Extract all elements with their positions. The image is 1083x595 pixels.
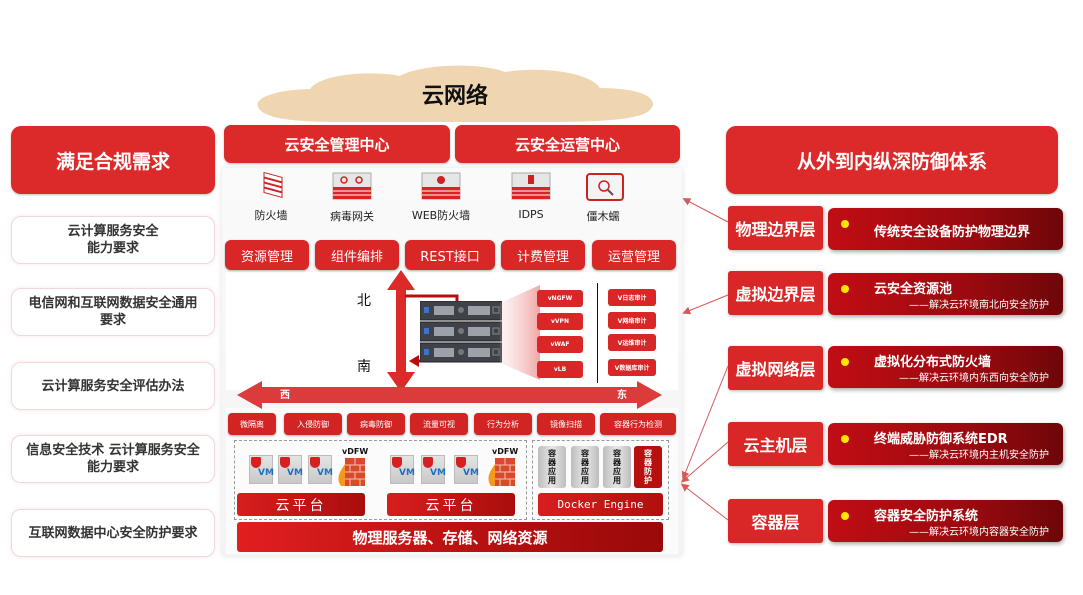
operations-management-button[interactable]: 运营管理 [592,240,676,270]
north-south-arrow [387,270,415,392]
zombie-trojan-worm-icon [586,173,624,201]
docker-engine: Docker Engine [538,493,663,516]
east-label: 东 [617,390,627,401]
web-firewall-icon [421,172,461,200]
bullet-icon [841,285,849,293]
layer-desc-virtual-network: 虚拟化分布式防火墙 ——解决云环境内东西向安全防护 [828,346,1063,388]
east-west-arrow [237,381,662,409]
distributed-firewall-icon [488,458,515,486]
cloud-platform-1: 云平台 [237,493,365,516]
vm-icon: VM [278,455,303,484]
vvpn-service[interactable]: vVPN [537,313,583,330]
layer-desc-physical-boundary: 传统安全设备防护物理边界 [828,208,1063,250]
cloud-platform-group [234,440,527,520]
cloud-shape [257,65,653,122]
layer-desc-cloud-host: 终端威胁防御系统EDR ——解决云环境内主机安全防护 [828,423,1063,465]
virus-gateway-icon [332,172,372,200]
bullet-icon [841,358,849,366]
compliance-item: 云计算服务安全评估办法 [11,362,215,410]
device-label-idps: IDPS [518,208,544,221]
device-label-firewall: 防火墙 [254,209,288,222]
idps-icon [511,172,551,200]
compliance-header: 满足合规需求 [11,126,215,194]
distributed-firewall-icon [338,458,365,486]
vwaf-service[interactable]: vWAF [537,336,583,353]
cloud-security-operations-center: 云安全运营中心 [455,125,680,163]
traffic-visibility-button[interactable]: 流量可视 [410,413,468,435]
virus-defense-button[interactable]: 病毒防御 [347,413,405,435]
container-group [532,440,669,520]
server-rack-icon [420,301,502,363]
layer-virtual-boundary: 虚拟边界层 [728,271,823,315]
container-behavior-detection-button[interactable]: 容器行为检测 [600,413,676,435]
container-app: 容器应用 [603,446,631,488]
layer-cloud-host: 云主机层 [728,422,823,466]
cloud-network-title: 云网络 [421,84,488,109]
layer-connector-arrows [680,198,729,521]
bullet-icon [841,512,849,520]
container-protection: 容器防护 [634,446,662,488]
physical-resources: 物理服务器、存储、网络资源 [237,522,663,552]
cloud-security-management-center: 云安全管理中心 [224,125,450,163]
device-label-web-firewall: WEB防火墙 [411,209,471,222]
compliance-item: 电信网和互联网数据安全通用 要求 [11,288,215,336]
vm-icon: VM [454,455,479,484]
micro-segmentation-button[interactable]: 微隔离 [228,413,276,435]
compliance-item: 云计算服务安全 能力要求 [11,216,215,264]
compliance-item: 信息安全技术 云计算服务安全 能力要求 [11,435,215,483]
vngfw-service[interactable]: vNGFW [537,290,583,307]
layer-virtual-network: 虚拟网络层 [728,346,823,390]
intrusion-prevention-button[interactable]: 入侵防御 [284,413,342,435]
rest-api-button[interactable]: REST接口 [405,240,495,270]
vlb-service[interactable]: vLB [537,361,583,378]
firewall-icon [263,172,283,198]
billing-management-button[interactable]: 计费管理 [501,240,585,270]
defense-in-depth-header: 从外到内纵深防御体系 [726,126,1058,194]
layer-desc-container: 容器安全防护系统 ——解决云环境内容器安全防护 [828,500,1063,542]
database-audit-service[interactable]: V数据库审计 [608,359,656,376]
device-label-zombie-trojan-worm: 僵木蠕 [586,210,620,223]
component-orchestration-button[interactable]: 组件编排 [315,240,399,270]
device-label-virus-gateway: 病毒网关 [330,210,374,223]
north-label: 北 [357,293,371,309]
container-app: 容器应用 [571,446,599,488]
behavior-analysis-button[interactable]: 行为分析 [474,413,532,435]
log-audit-service[interactable]: V日志审计 [608,289,656,306]
vm-icon: VM [421,455,446,484]
vm-icon: VM [249,455,274,484]
ops-audit-service[interactable]: V运维审计 [608,334,656,351]
vdfw-label: vDFW [492,447,519,456]
image-scan-button[interactable]: 镜像扫描 [537,413,595,435]
west-label: 西 [280,390,290,401]
resource-management-button[interactable]: 资源管理 [225,240,309,270]
vm-icon: VM [390,455,415,484]
container-app: 容器应用 [538,446,566,488]
layer-physical-boundary: 物理边界层 [728,206,823,250]
layer-container: 容器层 [728,499,823,543]
divider-line [597,283,598,383]
layer-desc-virtual-boundary: 云安全资源池 ——解决云环境南北向安全防护 [828,273,1063,315]
compliance-item: 互联网数据中心安全防护要求 [11,509,215,557]
cloud-platform-2: 云平台 [387,493,515,516]
network-audit-service[interactable]: V网络审计 [608,312,656,329]
vm-icon: VM [308,455,333,484]
south-label: 南 [357,359,371,375]
bullet-icon [841,220,849,228]
projection-wedge [500,285,540,380]
bullet-icon [841,435,849,443]
vdfw-label: vDFW [342,447,369,456]
